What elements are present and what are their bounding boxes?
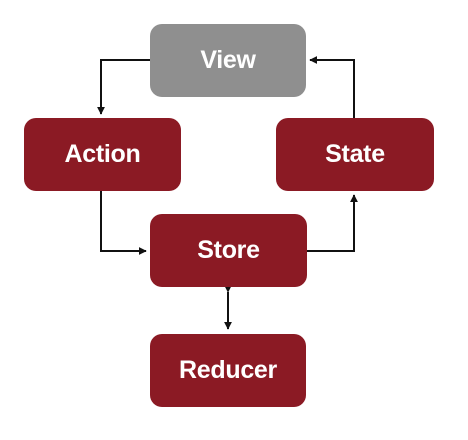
reducer-label: Reducer bbox=[179, 356, 277, 384]
view-node: View bbox=[150, 24, 306, 97]
store-label: Store bbox=[197, 236, 260, 264]
state-node: State bbox=[276, 118, 434, 191]
arrow-state-to-view bbox=[309, 56, 355, 118]
arrow-action-to-store bbox=[100, 191, 147, 255]
view-label: View bbox=[200, 46, 256, 74]
store-node: Store bbox=[150, 214, 307, 287]
reducer-node: Reducer bbox=[150, 334, 306, 407]
arrow-store-to-state bbox=[307, 194, 358, 252]
state-label: State bbox=[325, 140, 385, 168]
action-label: Action bbox=[64, 140, 141, 168]
action-node: Action bbox=[24, 118, 181, 191]
arrow-view-to-action bbox=[97, 59, 150, 115]
